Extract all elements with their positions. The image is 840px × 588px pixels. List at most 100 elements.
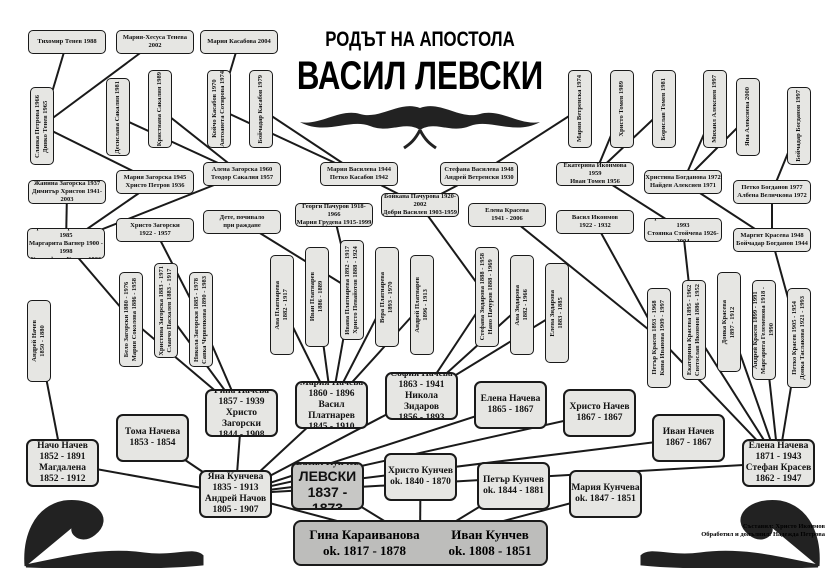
person-line: Борислав Томев 1981 bbox=[660, 77, 667, 141]
person-text: Мария Ветренска 1974 bbox=[576, 75, 584, 142]
person-box: Кристиана Сакалия 1989 bbox=[148, 70, 172, 148]
person-line: Васил Платнарев bbox=[308, 399, 355, 421]
father-name: Иван Кунчев bbox=[451, 527, 529, 542]
person-line: Динко Тенев 1965 bbox=[42, 99, 49, 153]
person-text: Борислав Томев 1981 bbox=[660, 78, 668, 140]
person-line: 1867 - 1867 bbox=[665, 438, 712, 448]
mother: Гина Караиванова ok. 1817 - 1878 bbox=[309, 527, 419, 559]
person-line: Елена Красева bbox=[485, 207, 529, 214]
person-line: Алена Загорска 1960 bbox=[211, 166, 273, 173]
person-line: Петър Красев 1893 - 1968 bbox=[651, 300, 658, 376]
person-line: Ивана Платнарева 1892 - 1917 bbox=[344, 245, 351, 335]
person-line: Бойкана Пачурова 1920-2002 bbox=[383, 193, 457, 208]
person-line: при раждане bbox=[223, 222, 261, 229]
person-line: Ана Платнарева bbox=[274, 280, 281, 330]
person-line: Бойчадар Богданов 1944 bbox=[736, 240, 808, 247]
person-line: Добри Василев 1903-1959 bbox=[382, 209, 457, 216]
person-line: Славка Петрова 1966 bbox=[34, 94, 41, 158]
person-line: Теодор Сакалия 1957 bbox=[210, 174, 274, 181]
connector-line bbox=[506, 214, 660, 339]
connector-line bbox=[41, 41, 156, 127]
person-line: Иван Платнарев bbox=[309, 272, 316, 322]
person-text: Бойчадар Касабов 1979 bbox=[257, 75, 265, 143]
person-line: 1850 - 1880 bbox=[39, 325, 46, 357]
person-line: Донка Красева bbox=[721, 299, 728, 345]
ornament-bottom-right bbox=[640, 499, 820, 568]
person-line: Нано Пачуров 1888 - 1969 bbox=[487, 259, 494, 335]
person-line: Екатерина Красева 1895 - 1962 bbox=[686, 284, 693, 376]
person-text: Христо Томев 1989 bbox=[618, 81, 626, 137]
person-line: ok. 1840 - 1870 bbox=[390, 477, 451, 487]
person-line: Вера Платнарева bbox=[379, 271, 386, 323]
person-line: 1897 - 1912 bbox=[729, 306, 736, 338]
person-box: Мария-Хесуса Тенева 2002 bbox=[116, 30, 194, 54]
person-line: Христо Загорски 1900 - 1985 bbox=[32, 229, 100, 239]
person-line: Петко Богданов 1977 bbox=[741, 184, 803, 191]
person-line: Христо Пенайотов 1888 - 1924 bbox=[352, 246, 359, 334]
person-line: София Начева bbox=[390, 372, 453, 379]
person-line: 1893 - 1970 bbox=[387, 281, 394, 313]
person-line: Христина Богданова 1972 bbox=[645, 174, 721, 181]
person-box: Мария Касабова 2004 bbox=[200, 30, 278, 54]
person-box: Тихомир Тенев 1988 bbox=[28, 30, 106, 54]
person-line: 1852 - 1912 bbox=[39, 474, 86, 484]
person-line: Андрей Ветренски 1930 bbox=[444, 174, 514, 181]
person-line: Стоянка Стойчева 1926-2004 bbox=[647, 230, 719, 242]
person-line: Елена Начева bbox=[748, 441, 809, 451]
person-line: Екатерина Иконмова 1959 bbox=[563, 162, 627, 177]
person-line: Гина Начева bbox=[214, 389, 269, 396]
person-line: Жанина Загорска 1937 bbox=[33, 180, 101, 187]
ornament-bottom-left bbox=[24, 499, 204, 568]
person-line: 1863 - 1941 bbox=[398, 379, 445, 390]
person-line: Кина Иванова 1909 - 1997 bbox=[659, 300, 666, 376]
person-text: Яна Алексиева 2000 bbox=[744, 87, 752, 146]
person-line: Христо Загорски bbox=[130, 222, 180, 229]
person-line: Маргарита Вагнер 1900 - 1998 bbox=[29, 239, 103, 255]
person-line: Кристиана Сакалия 1989 bbox=[156, 71, 163, 147]
person-line: Елена Зидарова bbox=[549, 289, 556, 337]
person-line: Мария Соколова 1886 - 1958 bbox=[131, 277, 138, 362]
person-line: Васил Кунчев bbox=[295, 462, 360, 468]
